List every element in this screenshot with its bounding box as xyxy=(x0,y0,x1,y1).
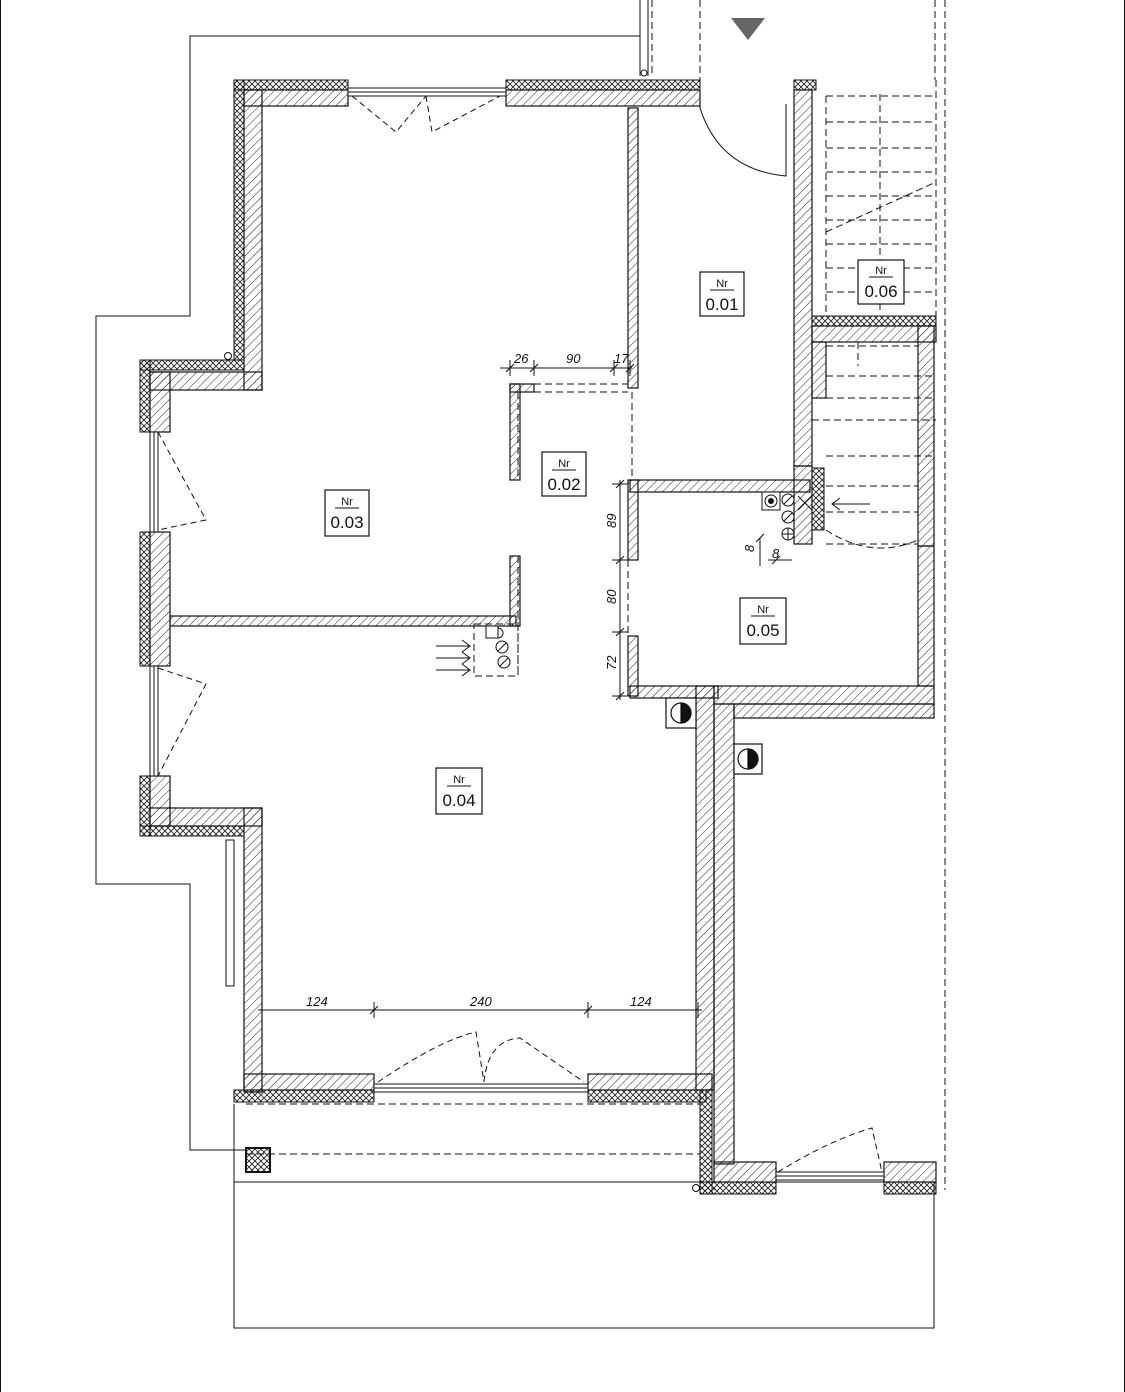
room-tag-0-02[interactable]: Nr 0.02 xyxy=(541,451,587,497)
room-tag-0-04[interactable]: Nr 0.04 xyxy=(435,767,483,815)
dim-vert-b: 80 xyxy=(604,589,619,604)
room-tag-label: Nr xyxy=(757,604,769,616)
dim-vert-a: 89 xyxy=(604,514,619,528)
room-tag-label: Nr xyxy=(341,496,353,508)
door-swings xyxy=(157,95,883,1173)
dim-bottom-a: 124 xyxy=(306,994,328,1009)
room-number: 0.06 xyxy=(864,282,897,301)
room-number: 0.05 xyxy=(746,621,779,640)
reference-points xyxy=(224,352,700,1192)
room-number: 0.01 xyxy=(705,295,738,314)
staircase xyxy=(812,80,937,549)
dimension-labels: 26 90 17 89 80 72 8 8 124 240 124 xyxy=(306,351,780,1009)
windows xyxy=(149,87,885,1181)
dim-top-c: 17 xyxy=(614,351,629,366)
room-number: 0.02 xyxy=(547,475,580,494)
dim-shaft-b: 8 xyxy=(772,546,780,561)
room-tag-label: Nr xyxy=(875,265,887,277)
stair-direction-arrow-icon xyxy=(831,497,870,511)
chimney-shafts xyxy=(245,697,763,1173)
dimension-lines xyxy=(258,360,792,1018)
dim-shaft-a: 8 xyxy=(742,544,757,552)
room-tag-0-06[interactable]: Nr 0.06 xyxy=(857,259,905,305)
room-tag-label: Nr xyxy=(558,458,570,470)
room-tag-0-01[interactable]: Nr 0.01 xyxy=(699,271,745,317)
room-number: 0.03 xyxy=(330,513,363,532)
room-tag-0-03[interactable]: Nr 0.03 xyxy=(324,489,370,537)
room-tag-label: Nr xyxy=(453,774,465,786)
entrance-canopy xyxy=(639,0,946,1190)
dim-top-b: 90 xyxy=(566,351,581,366)
overhead-lines xyxy=(234,345,918,1190)
installation-risers xyxy=(485,491,813,669)
dim-bottom-b: 240 xyxy=(469,994,492,1009)
site-outline xyxy=(95,35,935,1329)
room-tag-0-05[interactable]: Nr 0.05 xyxy=(739,597,787,645)
room-number: 0.04 xyxy=(442,791,475,810)
dim-top-a: 26 xyxy=(513,351,529,366)
dim-bottom-c: 124 xyxy=(630,994,652,1009)
entrance-arrow-icon xyxy=(731,18,765,40)
dim-vert-c: 72 xyxy=(604,655,619,670)
ventilation-arrows-icon xyxy=(436,639,471,677)
room-tag-label: Nr xyxy=(716,278,728,290)
walls xyxy=(149,89,937,1183)
